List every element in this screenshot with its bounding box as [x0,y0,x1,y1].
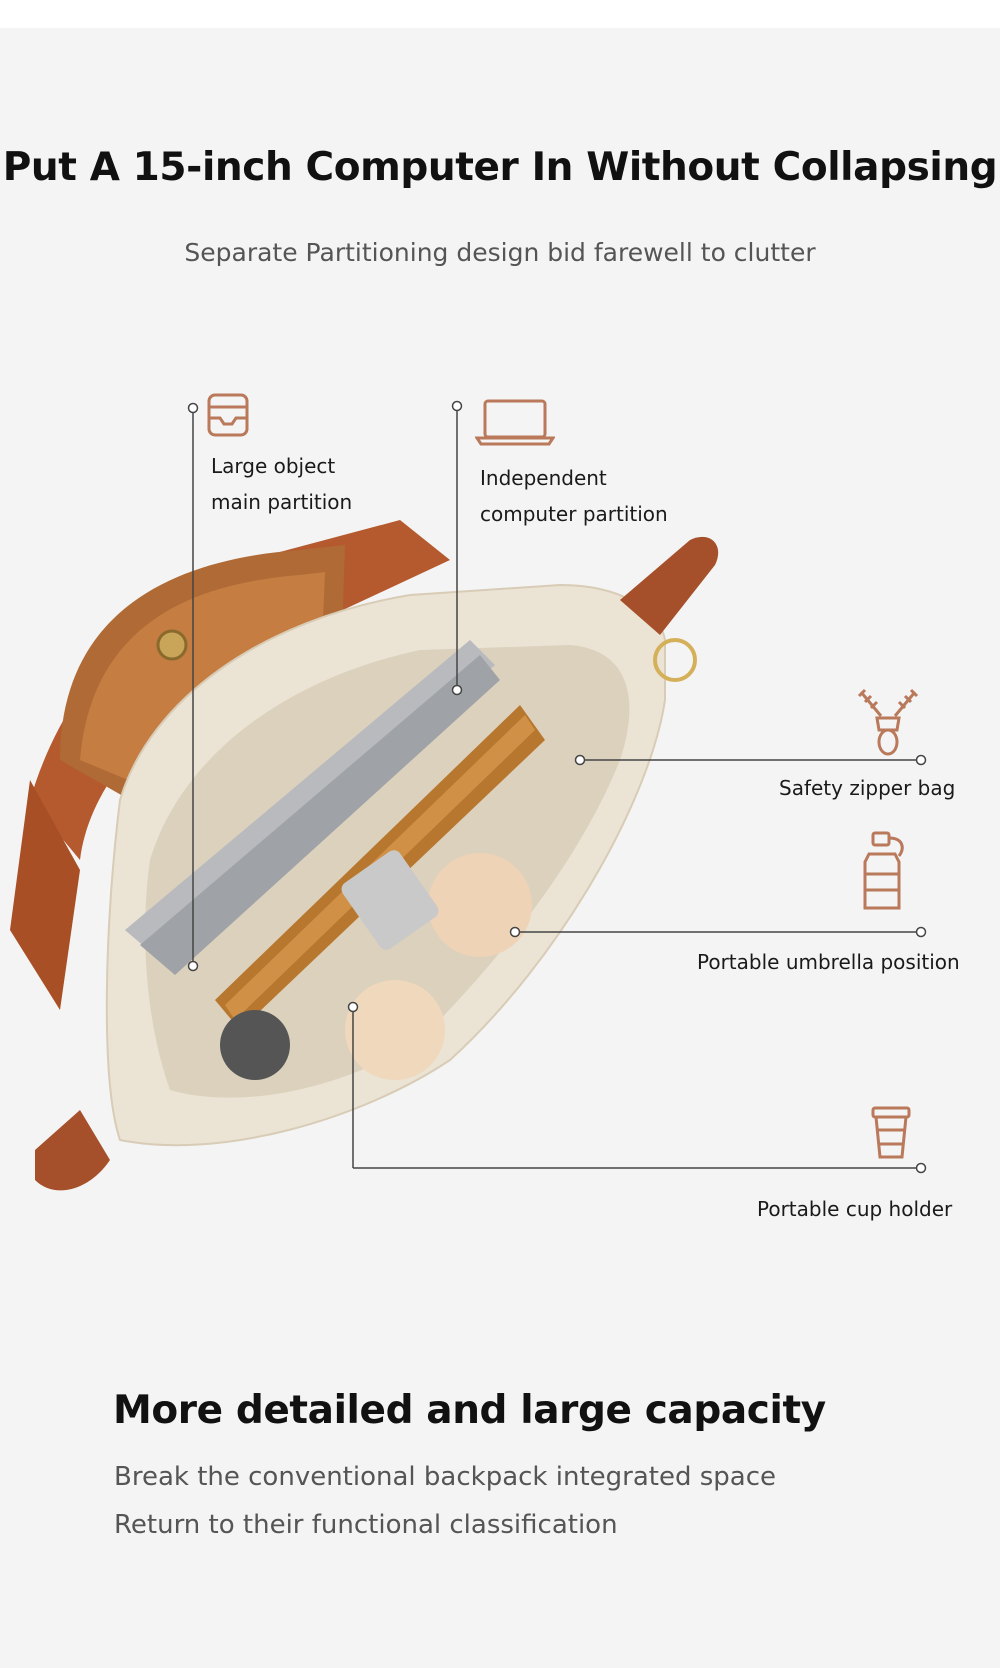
cup-holder-label: Portable cup holder [757,1197,953,1221]
cup-icon [871,1106,911,1159]
computer-partition-label: Independent computer partition [480,466,668,526]
tray-icon [207,393,249,437]
bag-image [10,520,719,1191]
laptop-icon [475,399,555,446]
page-subtitle: Separate Partitioning design bid farewel… [184,238,816,267]
capacity-line-1: Break the conventional backpack integrat… [114,1462,776,1492]
capacity-title: More detailed and large capacity [113,1388,826,1433]
zipper-bag-label: Safety zipper bag [779,776,956,800]
bottle-icon [863,831,904,910]
umbrella-position-label: Portable umbrella position [697,950,960,974]
large-object-label: Large object main partition [211,454,353,514]
page-title: Put A 15-inch Computer In Without Collap… [2,145,998,190]
zipper-icon [857,688,919,756]
capacity-line-2: Return to their functional classificatio… [114,1510,618,1540]
